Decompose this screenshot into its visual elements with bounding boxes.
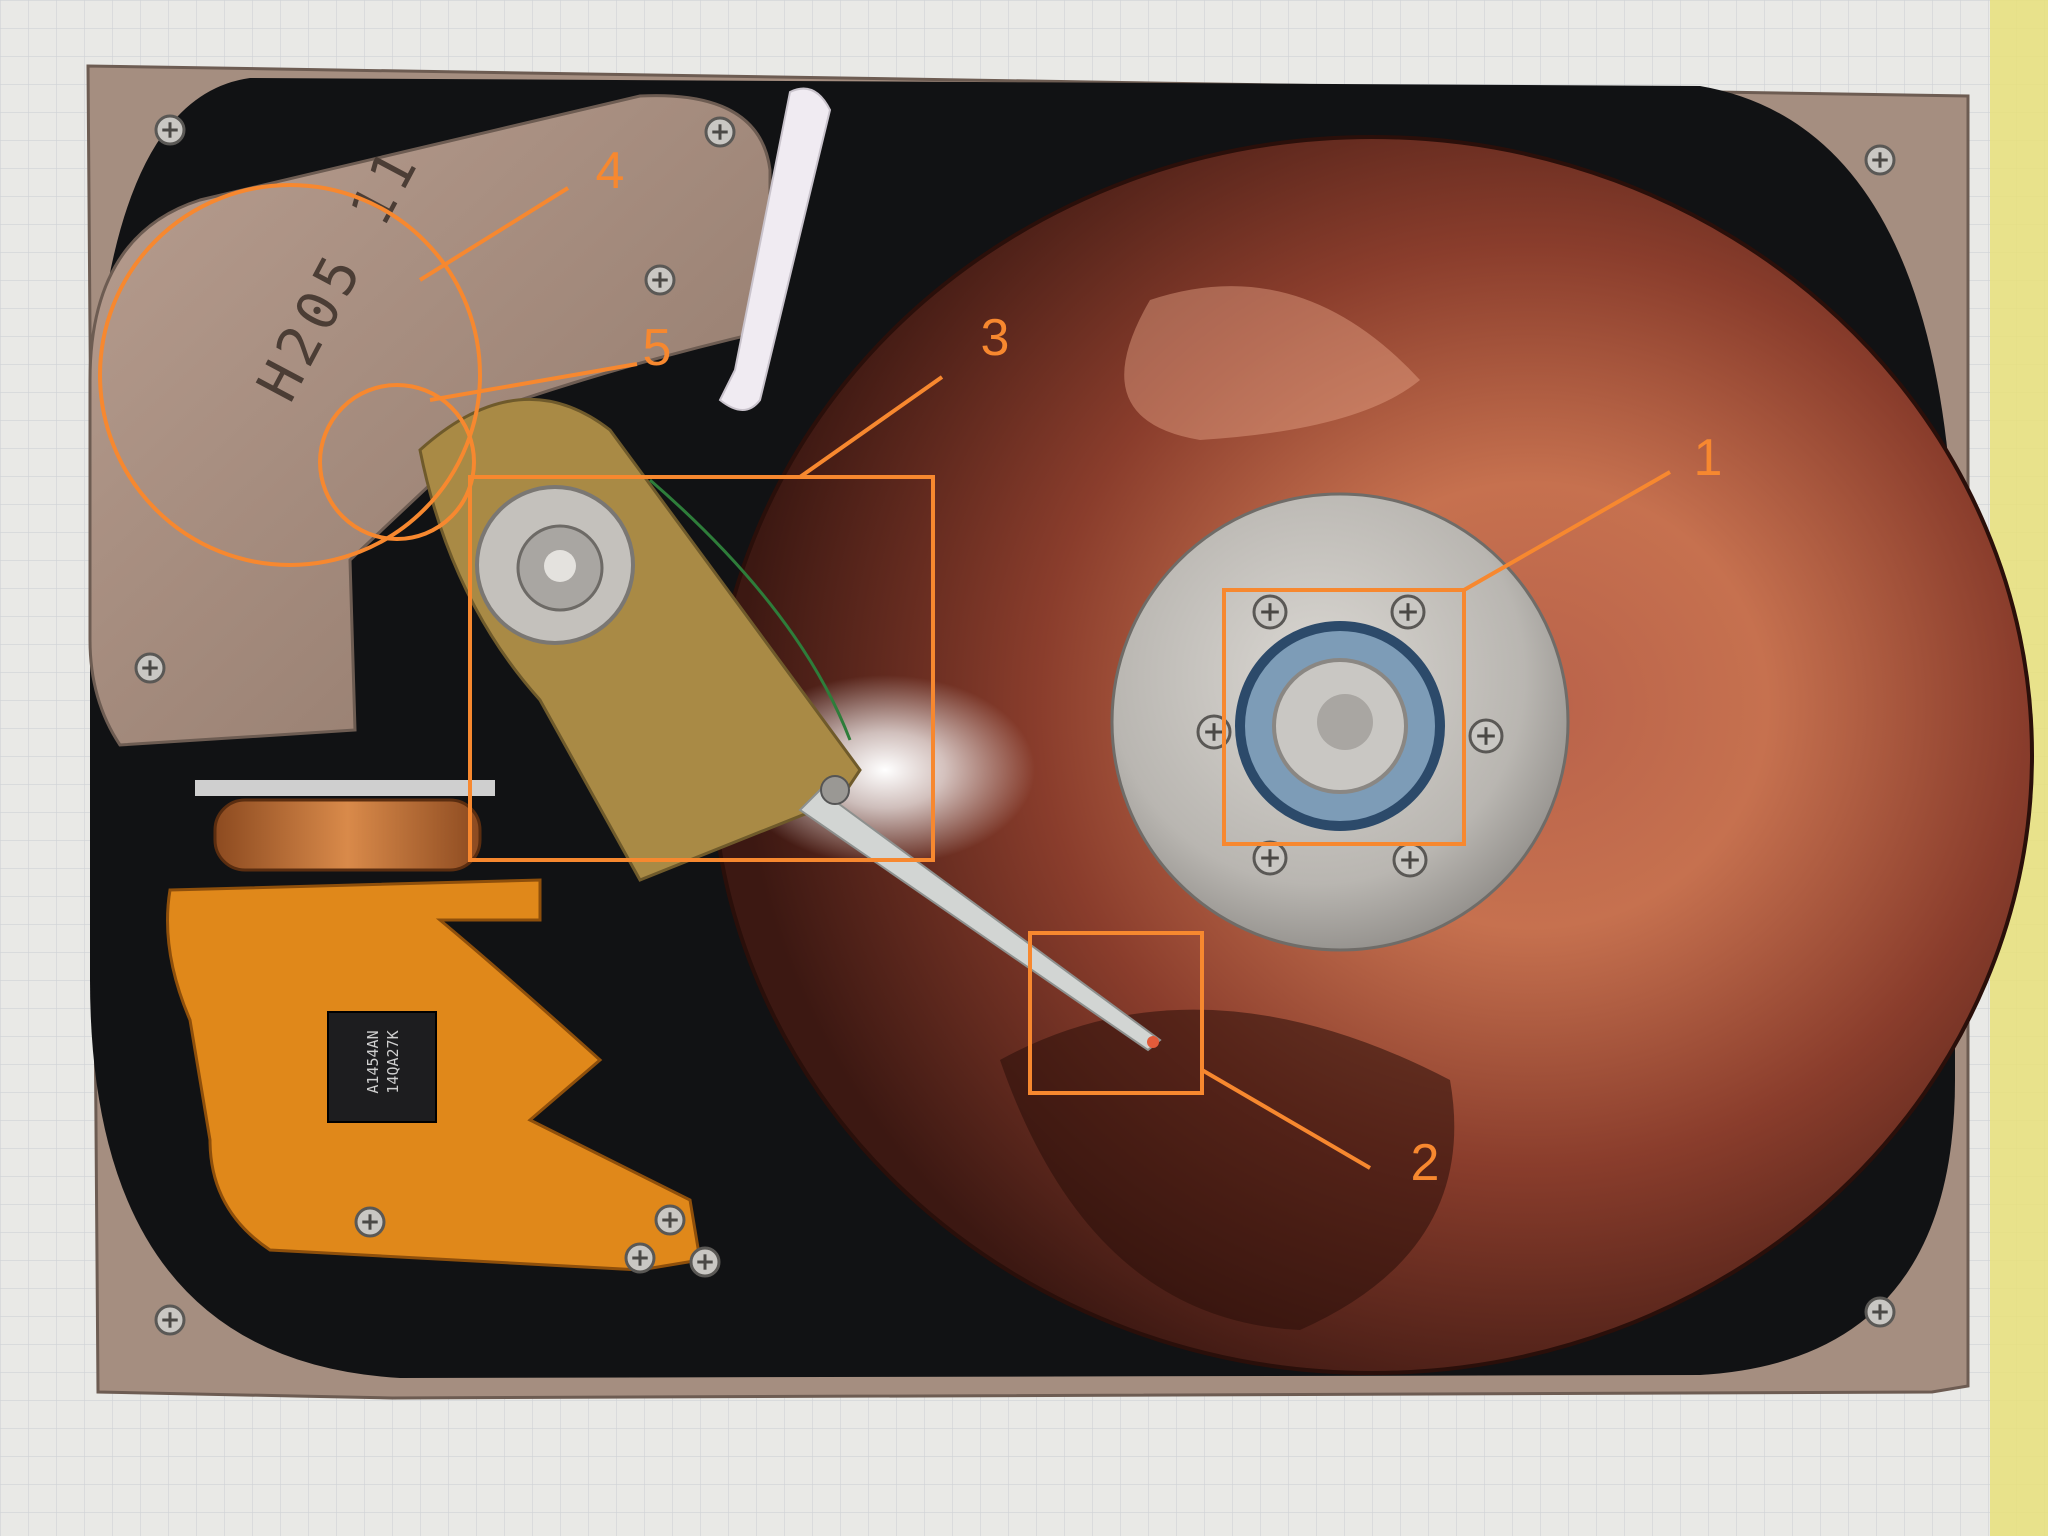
- voice-coil: [213, 798, 482, 872]
- chip-text-line2: 14QA27K: [384, 1030, 402, 1093]
- head-wire: [649, 478, 852, 741]
- hub-screw-icon: [1392, 842, 1428, 878]
- annotation-3-leader: [798, 375, 944, 479]
- chassis-screws: [134, 114, 1896, 1336]
- hub-screw-icon: [1468, 718, 1504, 754]
- foam-bumper: [718, 87, 832, 411]
- screw-icon: [154, 114, 186, 146]
- annotation-2-label: 2: [1411, 1134, 1440, 1192]
- screw-icon: [689, 1246, 721, 1278]
- annotation-2-leader: [1200, 1068, 1372, 1170]
- annotation-4-leader: [418, 186, 570, 282]
- annotation-labels: 1 2 3 4 5: [596, 142, 1723, 1192]
- annotation-3-box: [468, 475, 935, 862]
- screw-icon: [354, 1206, 386, 1238]
- platter-reflection: [1124, 286, 1420, 440]
- coil-bracket: [195, 780, 495, 796]
- annotation-2-box: [1028, 931, 1204, 1095]
- annotation-5-leader: [429, 362, 638, 402]
- hub-screw-icon: [1252, 594, 1288, 630]
- annotation-1-leader: [1463, 470, 1671, 592]
- screw-icon: [1864, 1296, 1896, 1328]
- platter-shadow: [1000, 1009, 1455, 1330]
- spindle-bore: [1317, 694, 1373, 750]
- annotation-5-label: 5: [643, 319, 672, 377]
- annotation-1-box: [1222, 588, 1466, 846]
- hub-screw-icon: [1252, 840, 1288, 876]
- annotation-5-circle: [318, 383, 476, 541]
- actuator-pivot-center: [544, 550, 576, 582]
- chip-text-line1: A1454AN: [364, 1030, 382, 1093]
- screw-icon: [644, 264, 676, 296]
- annotation-4-circle: [98, 183, 482, 567]
- screw-icon: [134, 652, 166, 684]
- annotations: [98, 183, 1671, 1170]
- annotation-3-label: 3: [981, 309, 1010, 367]
- screw-icon: [624, 1242, 656, 1274]
- screw-icon: [154, 1304, 186, 1336]
- screw-icon: [704, 116, 736, 148]
- screw-icon: [654, 1204, 686, 1236]
- hub-screw-icon: [1390, 594, 1426, 630]
- annotation-1-label: 1: [1694, 429, 1723, 487]
- screw-icon: [1864, 144, 1896, 176]
- read-write-head: [1147, 1036, 1159, 1048]
- arm-hole: [820, 775, 850, 805]
- head-slider-arm: [798, 788, 1162, 1052]
- ic-chip-icon: A1454AN 14QA27K: [327, 1011, 437, 1123]
- annotation-4-label: 4: [596, 142, 625, 200]
